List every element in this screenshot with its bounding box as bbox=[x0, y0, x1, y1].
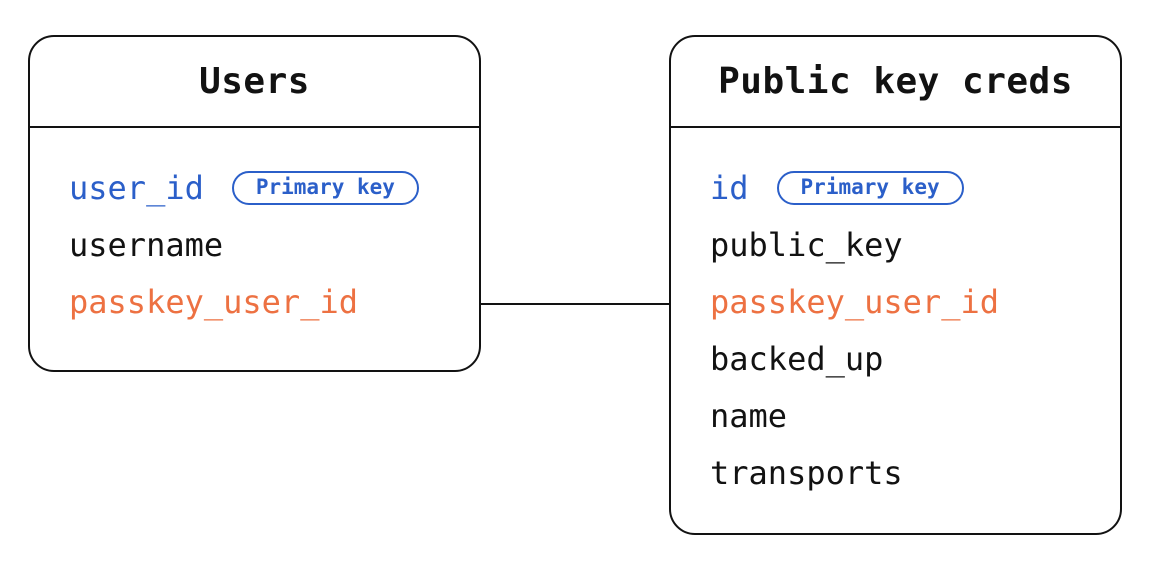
field-name: public_key bbox=[710, 225, 903, 264]
field-row-username: username bbox=[69, 216, 463, 273]
table-users: Users user_id Primary key username passk… bbox=[28, 35, 481, 372]
field-row-id: id Primary key bbox=[710, 159, 1104, 216]
table-users-header: Users bbox=[30, 37, 479, 128]
field-row-passkey-user-id: passkey_user_id bbox=[69, 273, 463, 330]
relationship-connector-line bbox=[481, 303, 669, 305]
field-row-backed-up: backed_up bbox=[710, 330, 1104, 387]
table-users-body: user_id Primary key username passkey_use… bbox=[30, 128, 479, 330]
table-public-key-creds: Public key creds id Primary key public_k… bbox=[669, 35, 1122, 535]
field-row-passkey-user-id: passkey_user_id bbox=[710, 273, 1104, 330]
field-name: user_id bbox=[69, 168, 204, 207]
field-name: passkey_user_id bbox=[710, 282, 999, 321]
primary-key-badge: Primary key bbox=[776, 170, 964, 205]
field-name: transports bbox=[710, 453, 903, 492]
field-name: id bbox=[710, 168, 749, 207]
field-row-name: name bbox=[710, 387, 1104, 444]
primary-key-badge: Primary key bbox=[231, 170, 419, 205]
field-name: passkey_user_id bbox=[69, 282, 358, 321]
table-users-title: Users bbox=[199, 61, 310, 102]
field-row-user-id: user_id Primary key bbox=[69, 159, 463, 216]
field-name: username bbox=[69, 225, 224, 264]
table-public-key-creds-header: Public key creds bbox=[671, 37, 1120, 128]
field-name: name bbox=[710, 396, 788, 435]
field-name: backed_up bbox=[710, 339, 884, 378]
field-row-transports: transports bbox=[710, 444, 1104, 501]
table-public-key-creds-title: Public key creds bbox=[718, 61, 1073, 102]
table-public-key-creds-body: id Primary key public_key passkey_user_i… bbox=[671, 128, 1120, 501]
field-row-public-key: public_key bbox=[710, 216, 1104, 273]
